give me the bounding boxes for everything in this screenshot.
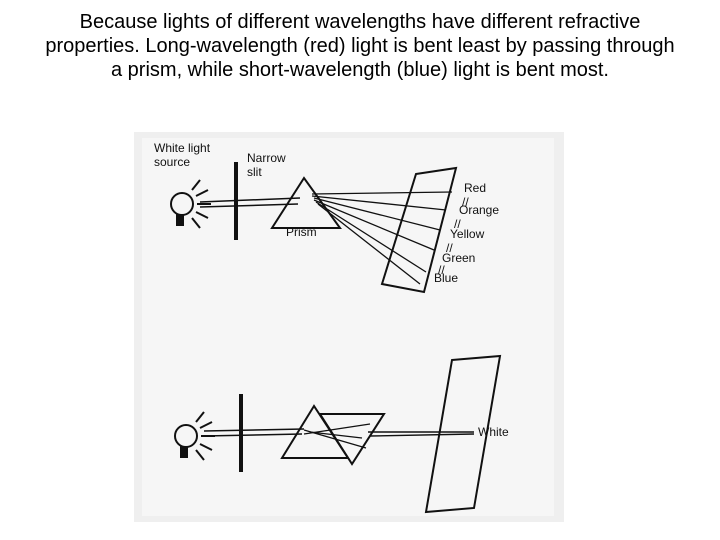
white-label: White	[478, 425, 509, 439]
source-label-line1: White light	[154, 141, 211, 155]
prism-label: Prism	[286, 225, 317, 239]
projection-screen	[380, 166, 458, 294]
recombining-rays	[303, 423, 475, 449]
separator-mark: //	[446, 241, 453, 255]
separator-mark: //	[454, 217, 461, 231]
source-label-line2: source	[154, 155, 190, 169]
separator-mark: //	[438, 263, 445, 277]
separator-mark: //	[462, 195, 469, 209]
color-label-yellow: Yellow	[450, 227, 485, 241]
incoming-beam-lower	[203, 433, 303, 437]
incoming-beam-lower	[199, 203, 299, 208]
slit-label-line1: Narrow	[247, 151, 286, 165]
incoming-beam	[203, 428, 305, 432]
color-label-orange: Orange	[459, 203, 499, 217]
dispersion-diagram: White light source Narrow slit Prism	[154, 141, 499, 294]
recombination-diagram: White	[174, 354, 509, 514]
prism-diagram: White light source Narrow slit Prism	[134, 132, 564, 522]
color-label-green: Green	[442, 251, 475, 265]
color-label-red: Red	[464, 181, 486, 195]
dispersed-rays	[311, 191, 453, 285]
prism-diagram-svg: White light source Narrow slit Prism	[134, 132, 564, 522]
light-bulb-icon	[170, 179, 211, 229]
color-label-blue: Blue	[434, 271, 458, 285]
projection-screen	[424, 354, 502, 514]
incoming-beam	[199, 197, 301, 203]
caption-text: Because lights of different wavelengths …	[45, 11, 675, 81]
slit-label-line2: slit	[247, 165, 262, 179]
